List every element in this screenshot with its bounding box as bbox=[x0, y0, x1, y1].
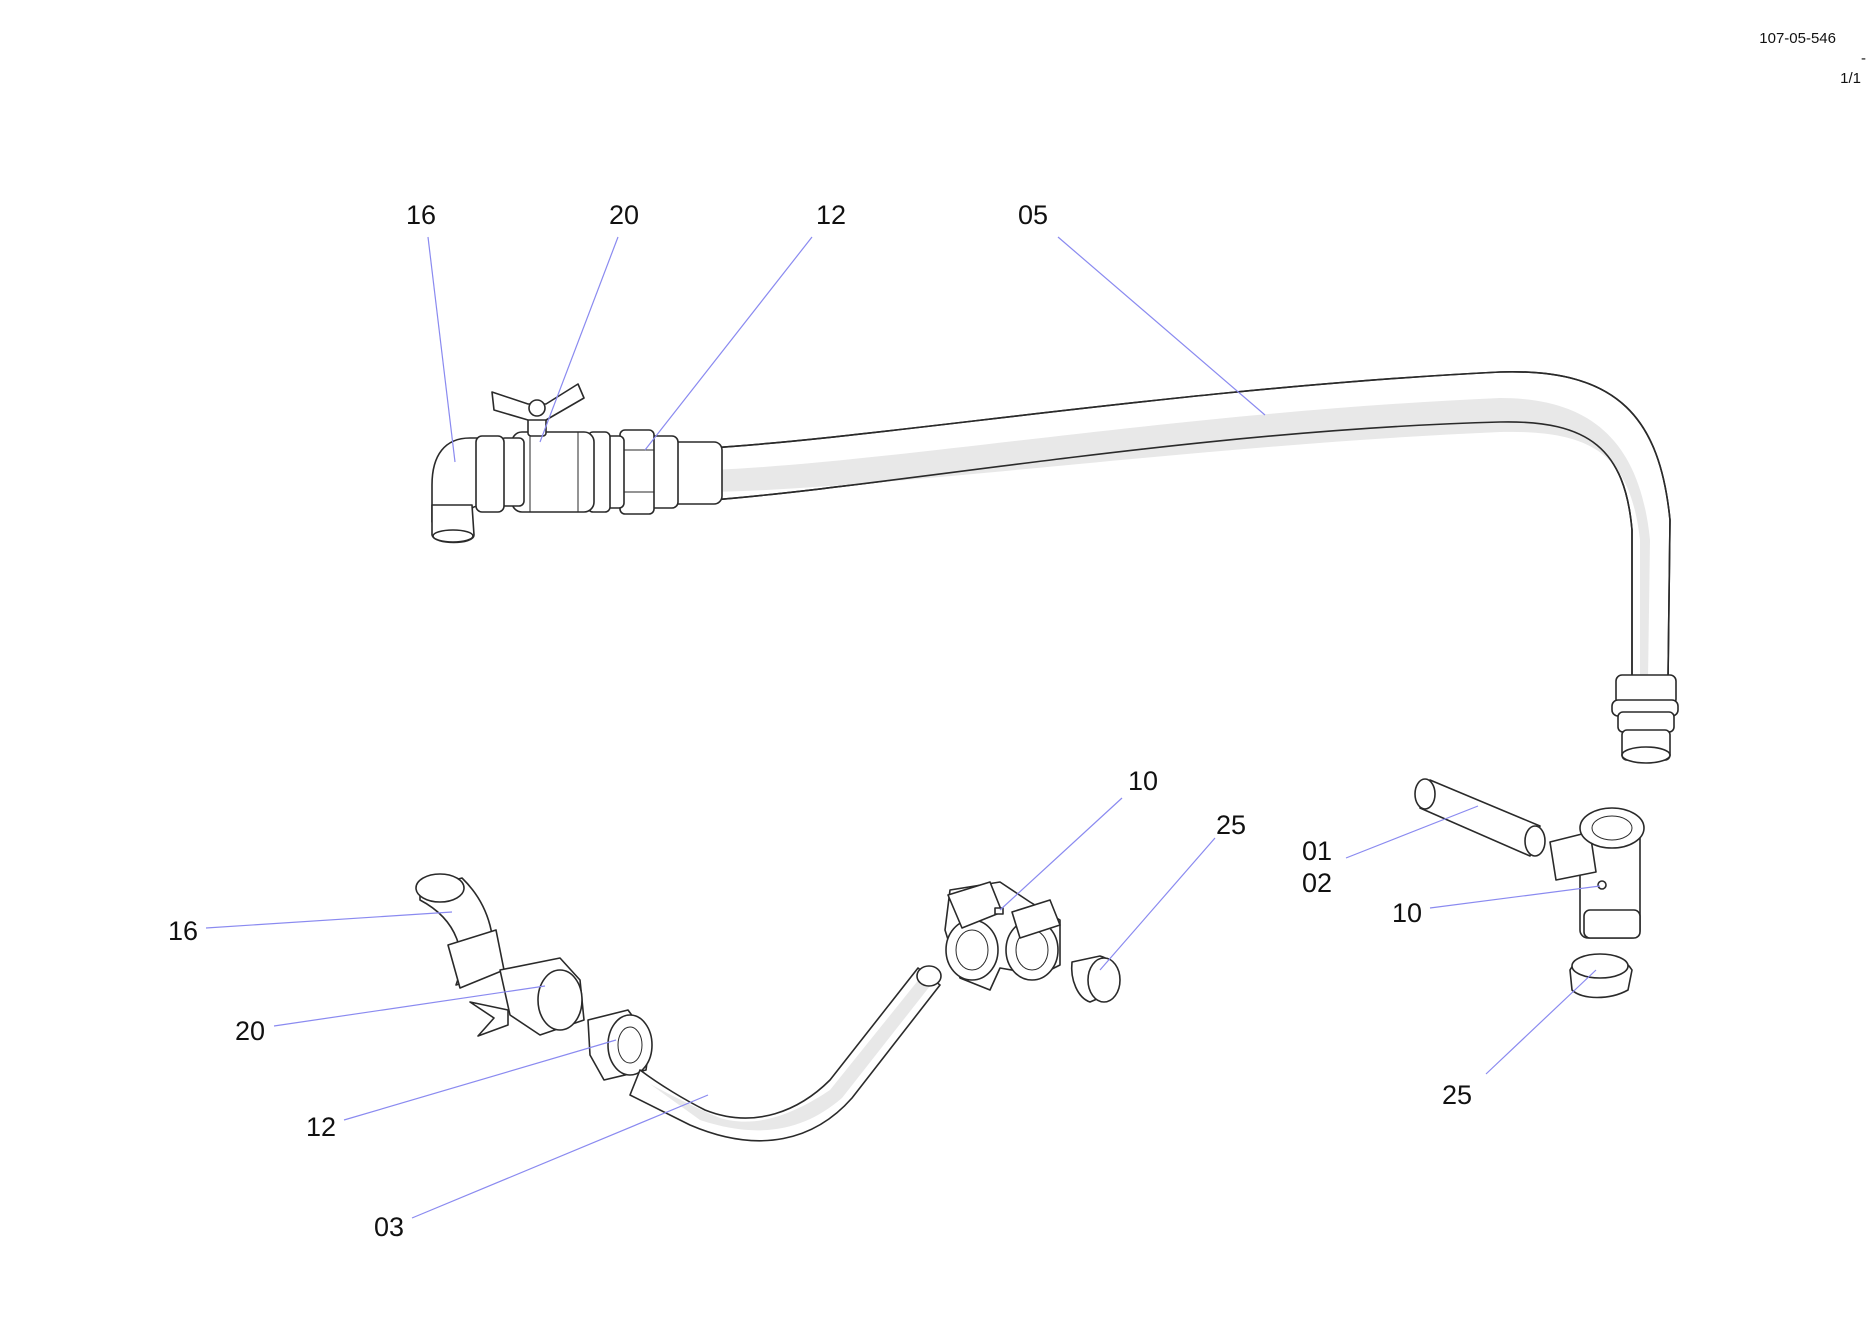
leader-right-10 bbox=[1429, 885, 1601, 909]
plug-25-right bbox=[1569, 953, 1633, 999]
callout-labels: 16 20 12 05 10 25 01 02 10 25 16 20 12 0… bbox=[168, 200, 1472, 1242]
drawing-number: 107-05-546 bbox=[1759, 30, 1836, 47]
callout-top-16: 16 bbox=[406, 200, 436, 230]
leader-top-16 bbox=[427, 236, 456, 463]
leader-left-20 bbox=[273, 985, 546, 1027]
callout-top-05: 05 bbox=[1018, 200, 1048, 230]
callout-top-12: 12 bbox=[816, 200, 846, 230]
leader-left-12 bbox=[343, 1039, 617, 1121]
tube-01-02-right bbox=[1414, 778, 1546, 857]
callout-left-12: 12 bbox=[306, 1112, 336, 1142]
elbow-16-top bbox=[431, 435, 505, 544]
plug-25-middle bbox=[1070, 955, 1121, 1003]
leader-mid-25 bbox=[1099, 837, 1216, 971]
leader-top-20 bbox=[539, 236, 619, 443]
tee-fitting-10-right bbox=[1549, 807, 1645, 939]
callout-left-20: 20 bbox=[235, 1016, 265, 1046]
top-assembly bbox=[431, 371, 1679, 764]
revision-mark: - bbox=[1861, 50, 1866, 67]
pipe-03-left bbox=[629, 965, 942, 1142]
leader-lines bbox=[205, 236, 1601, 1219]
leader-top-12 bbox=[644, 236, 813, 451]
callout-right-01: 01 bbox=[1302, 836, 1332, 866]
callout-right-25: 25 bbox=[1442, 1080, 1472, 1110]
leader-right-01-02 bbox=[1345, 805, 1479, 859]
leader-left-16 bbox=[205, 911, 453, 929]
sheet-number: 1/1 bbox=[1840, 70, 1861, 87]
leader-right-25 bbox=[1485, 969, 1597, 1075]
leader-left-03 bbox=[411, 1094, 709, 1219]
compression-fitting-12-top bbox=[587, 429, 723, 515]
ball-valve-20-top bbox=[491, 383, 595, 513]
callout-top-20: 20 bbox=[609, 200, 639, 230]
callout-mid-25: 25 bbox=[1216, 810, 1246, 840]
callout-mid-10: 10 bbox=[1128, 766, 1158, 796]
leader-top-05 bbox=[1057, 236, 1266, 416]
pipe-05-top bbox=[707, 371, 1679, 764]
leader-mid-10 bbox=[999, 797, 1123, 911]
elbow-16-left bbox=[415, 873, 505, 989]
callout-right-10: 10 bbox=[1392, 898, 1422, 928]
compression-fitting-12-left bbox=[587, 1009, 653, 1081]
callout-left-16: 16 bbox=[168, 916, 198, 946]
callout-left-03: 03 bbox=[374, 1212, 404, 1242]
ball-valve-20-left bbox=[469, 957, 585, 1037]
tee-fitting-10-middle bbox=[944, 881, 1061, 991]
callout-right-02: 02 bbox=[1302, 868, 1332, 898]
